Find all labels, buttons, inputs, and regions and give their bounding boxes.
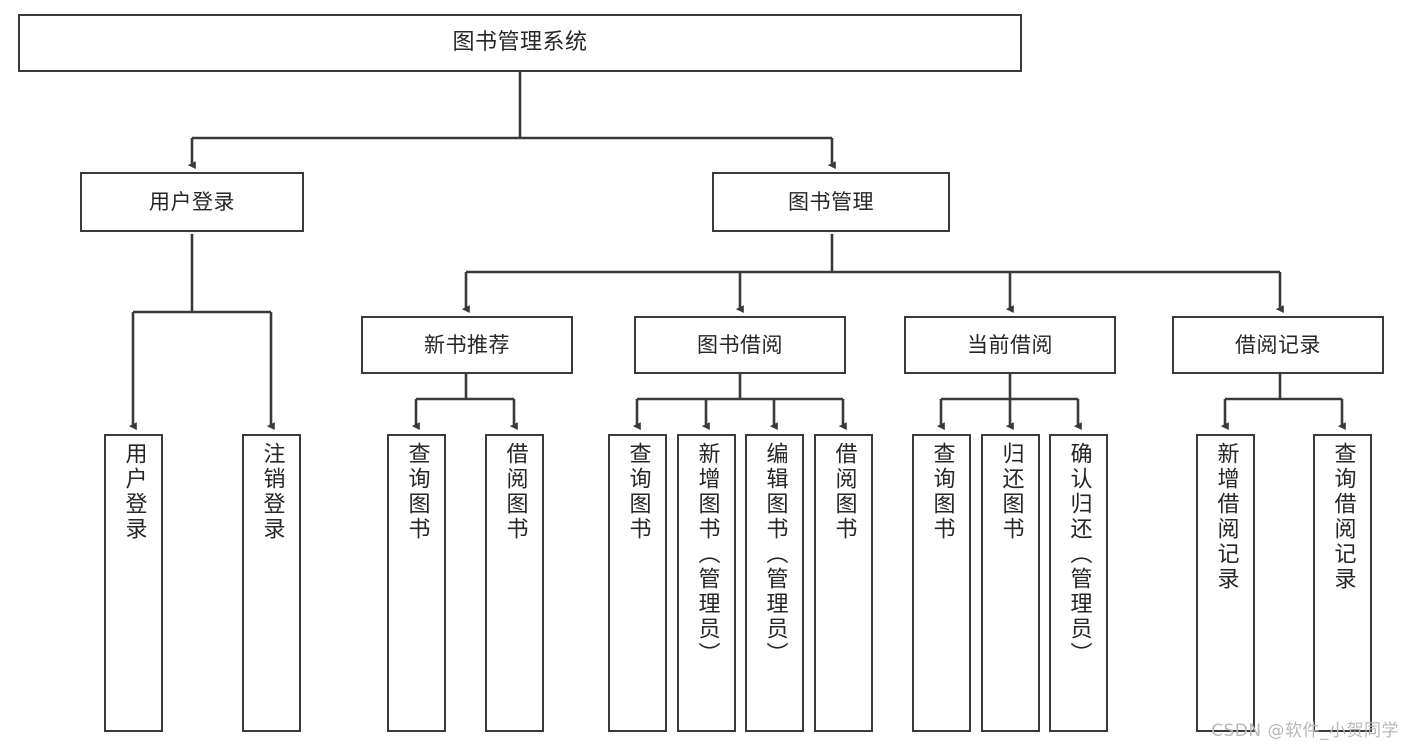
leaf-borrow-record-query[interactable]: 查询借阅记录 [1313,434,1372,732]
node-label: 图书管理系统 [452,30,588,56]
node-current-borrow[interactable]: 当前借阅 [904,316,1116,374]
leaf-book-borrow-add-admin[interactable]: 新增图书（管理员） [677,434,736,732]
node-root-book-management-system[interactable]: 图书管理系统 [18,14,1022,72]
node-label: 编辑图书（管理员） [762,442,788,667]
leaf-user-login-login[interactable]: 用户登录 [104,434,163,732]
node-label: 新增图书（管理员） [694,442,720,667]
node-label: 借阅记录 [1235,332,1321,357]
node-label: 归还图书 [998,442,1024,542]
node-label: 借阅图书 [831,442,857,542]
node-label: 新书推荐 [424,332,510,357]
leaf-book-borrow-edit-admin[interactable]: 编辑图书（管理员） [745,434,804,732]
node-label: 图书借阅 [697,332,783,357]
node-new-book-recommend[interactable]: 新书推荐 [361,316,573,374]
leaf-user-login-logout[interactable]: 注销登录 [242,434,301,732]
node-label: 新增借阅记录 [1213,442,1239,592]
leaf-current-borrow-confirm-return-admin[interactable]: 确认归还（管理员） [1049,434,1108,732]
csdn-watermark: CSDN @软件_小贺同学 [1211,721,1399,741]
node-label: 借阅图书 [502,442,528,542]
node-book-borrow[interactable]: 图书借阅 [634,316,846,374]
node-label: 图书管理 [788,189,874,214]
node-label: 用户登录 [149,189,235,214]
node-borrow-record[interactable]: 借阅记录 [1172,316,1384,374]
leaf-current-borrow-query[interactable]: 查询图书 [912,434,971,732]
node-label: 查询借阅记录 [1330,442,1356,592]
leaf-current-borrow-return[interactable]: 归还图书 [981,434,1040,732]
node-book-management[interactable]: 图书管理 [712,172,950,232]
node-label: 注销登录 [259,442,285,542]
node-label: 当前借阅 [967,332,1053,357]
node-label: 确认归还（管理员） [1066,442,1092,667]
leaf-borrow-record-add[interactable]: 新增借阅记录 [1196,434,1255,732]
leaf-book-borrow-query[interactable]: 查询图书 [608,434,667,732]
leaf-new-book-borrow[interactable]: 借阅图书 [485,434,544,732]
node-label: 用户登录 [121,442,147,542]
leaf-book-borrow-borrow[interactable]: 借阅图书 [814,434,873,732]
node-label: 查询图书 [404,442,430,542]
node-label: 查询图书 [929,442,955,542]
node-user-login[interactable]: 用户登录 [80,172,304,232]
node-label: 查询图书 [625,442,651,542]
leaf-new-book-query[interactable]: 查询图书 [387,434,446,732]
